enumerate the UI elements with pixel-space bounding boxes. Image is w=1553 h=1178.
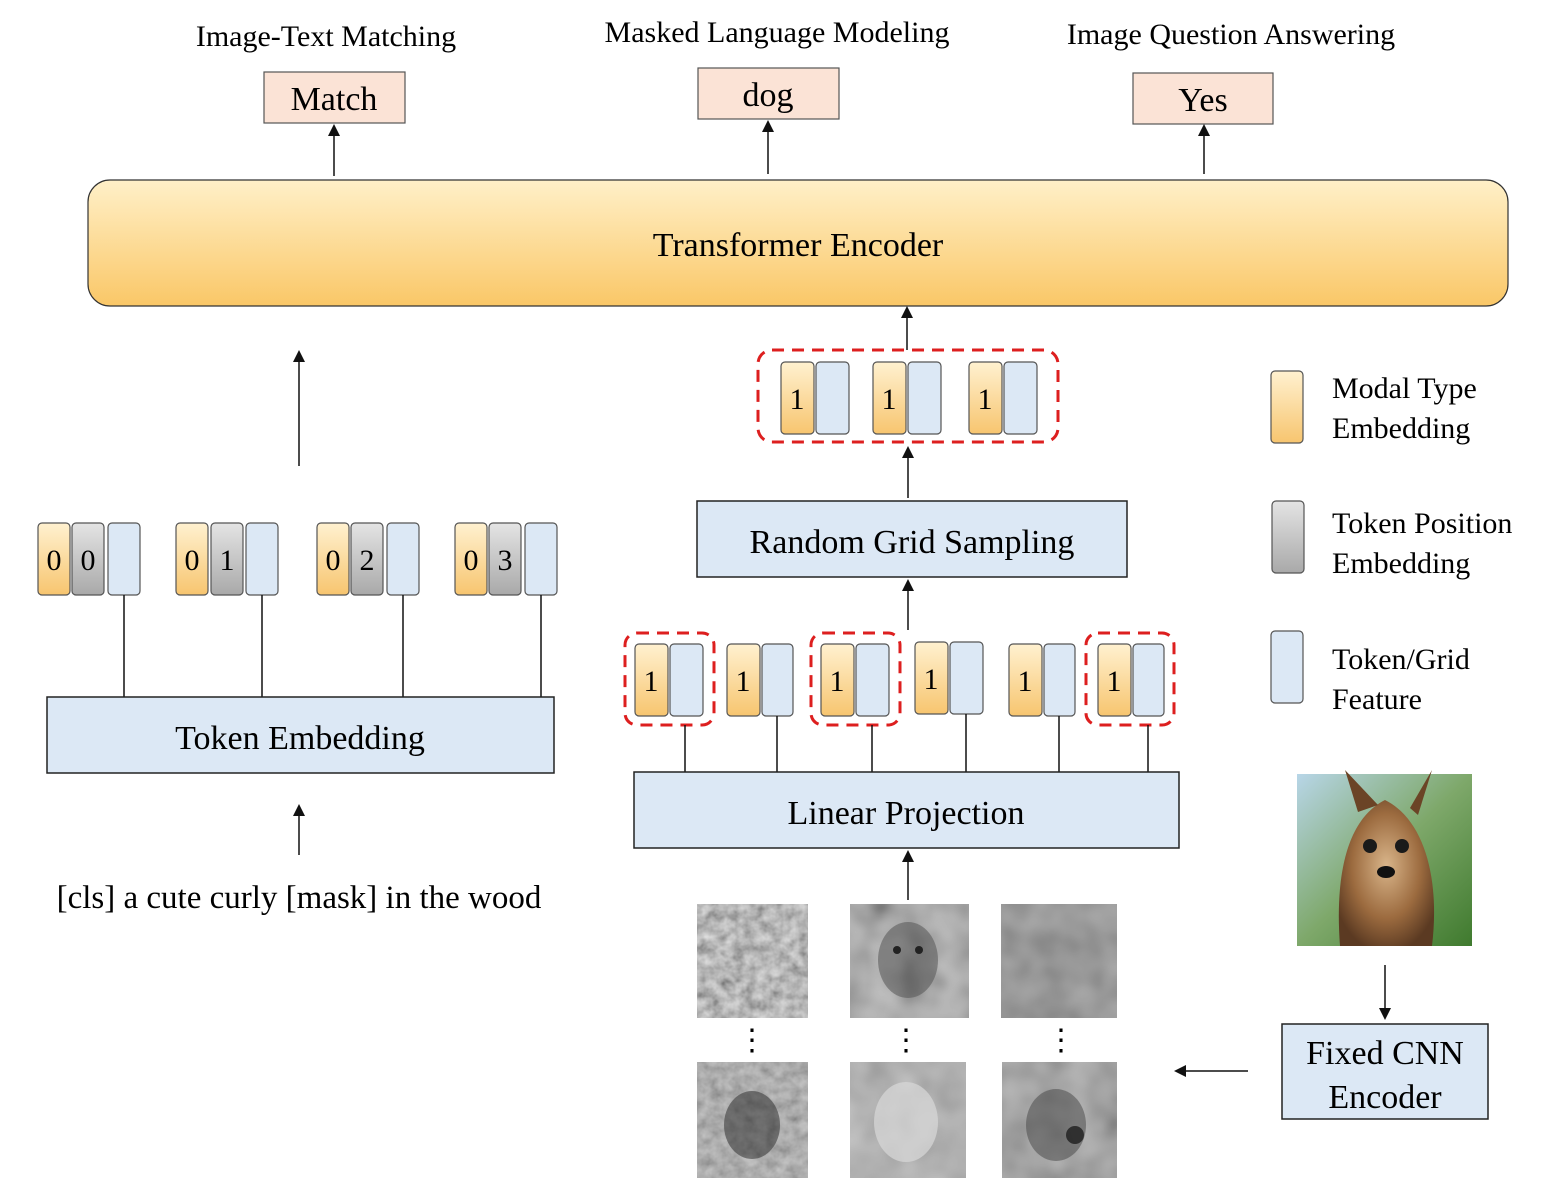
legend-position-line2: Embedding	[1332, 547, 1470, 580]
ellipsis-3: ⋮	[1046, 1024, 1076, 1057]
sampled-grid-2-modal: 1	[978, 383, 993, 416]
grid-3: 1	[914, 641, 984, 715]
linear-projection-label: Linear Projection	[788, 795, 1025, 832]
token-1-position: 1	[220, 544, 235, 577]
feature-maps: ⋮ ⋮ ⋮	[697, 904, 1117, 1178]
grid-2: 1	[820, 643, 890, 717]
transformer-encoder-label: Transformer Encoder	[653, 227, 944, 264]
output-box-match: Match	[263, 71, 406, 124]
legend-item-token-position: Token Position Embedding	[1271, 500, 1512, 580]
task-label-mlm: Masked Language Modeling	[605, 16, 950, 49]
legend: Modal Type Embedding Token Position Embe…	[1270, 370, 1512, 716]
feature-map-2	[850, 904, 969, 1018]
random-grid-sampling-label: Random Grid Sampling	[750, 524, 1075, 561]
sampled-grid-1-modal: 1	[882, 383, 897, 416]
grid-0-modal: 1	[644, 665, 659, 698]
text-token-2: 0 2	[316, 522, 420, 596]
token-embedding-box: Token Embedding	[46, 696, 555, 774]
feature-map-1	[697, 904, 808, 1018]
token-embedding-label: Token Embedding	[175, 720, 425, 757]
grid-3-modal: 1	[924, 663, 939, 696]
cnn-encoder-label-line2: Encoder	[1328, 1079, 1442, 1116]
transformer-encoder: Transformer Encoder	[87, 179, 1509, 307]
grid-2-modal: 1	[830, 665, 845, 698]
feature-map-3	[1001, 904, 1117, 1018]
feature-map-5	[850, 1062, 966, 1178]
sampled-grid-dashed-group	[756, 348, 1060, 444]
legend-position-line1: Token Position	[1332, 507, 1512, 540]
output-yes-text: Yes	[1178, 82, 1227, 119]
grid-1-modal: 1	[736, 665, 751, 698]
input-sentence: [cls] a cute curly [mask] in the wood	[57, 880, 542, 916]
grid-highlight-5	[1084, 631, 1176, 727]
sampled-grid-1: 1	[872, 361, 942, 435]
token-0-modal: 0	[47, 544, 62, 577]
grid-5-modal: 1	[1107, 665, 1122, 698]
output-dog-text: dog	[743, 77, 794, 114]
sampled-grid-0: 1	[780, 361, 850, 435]
legend-item-feature: Token/Grid Feature	[1270, 630, 1470, 716]
grid-1: 1	[726, 643, 794, 717]
text-connectors	[123, 595, 542, 697]
grid-0: 1	[634, 643, 704, 717]
legend-feature-line2: Feature	[1332, 683, 1422, 716]
feature-map-6	[1002, 1062, 1117, 1178]
grid-highlight-0	[623, 631, 716, 727]
linear-projection-box: Linear Projection	[633, 771, 1180, 849]
dog-photo	[1297, 770, 1472, 946]
task-label-iqa: Image Question Answering	[1067, 18, 1395, 51]
token-0-position: 0	[81, 544, 96, 577]
output-box-yes: Yes	[1132, 72, 1274, 125]
legend-item-modal-type: Modal Type Embedding	[1270, 370, 1477, 445]
ellipsis-2: ⋮	[891, 1024, 921, 1057]
cnn-encoder-box: Fixed CNN Encoder	[1281, 1023, 1489, 1120]
feature-map-4	[697, 1062, 808, 1178]
random-grid-sampling-box: Random Grid Sampling	[696, 500, 1128, 578]
legend-modal-line2: Embedding	[1332, 412, 1470, 445]
token-3-modal: 0	[464, 544, 479, 577]
legend-feature-line1: Token/Grid	[1332, 643, 1470, 676]
grid-4: 1	[1008, 643, 1076, 717]
output-box-dog: dog	[697, 67, 840, 120]
text-token-0: 0 0	[37, 522, 141, 596]
token-3-position: 3	[498, 544, 513, 577]
sampled-grid-2: 1	[968, 361, 1038, 435]
image-connectors	[684, 714, 1149, 772]
ellipsis-1: ⋮	[737, 1024, 767, 1057]
token-1-modal: 0	[185, 544, 200, 577]
token-2-position: 2	[360, 544, 375, 577]
text-token-1: 0 1	[175, 522, 279, 596]
grid-5: 1	[1097, 643, 1165, 717]
legend-modal-line1: Modal Type	[1332, 372, 1477, 405]
cnn-encoder-label-line1: Fixed CNN	[1306, 1035, 1464, 1072]
text-token-3: 0 3	[454, 522, 558, 596]
grid-highlight-2	[809, 631, 902, 727]
output-match-text: Match	[291, 81, 378, 118]
grid-4-modal: 1	[1018, 665, 1033, 698]
sampled-grid-0-modal: 1	[790, 383, 805, 416]
task-label-itm: Image-Text Matching	[196, 20, 456, 53]
token-2-modal: 0	[326, 544, 341, 577]
